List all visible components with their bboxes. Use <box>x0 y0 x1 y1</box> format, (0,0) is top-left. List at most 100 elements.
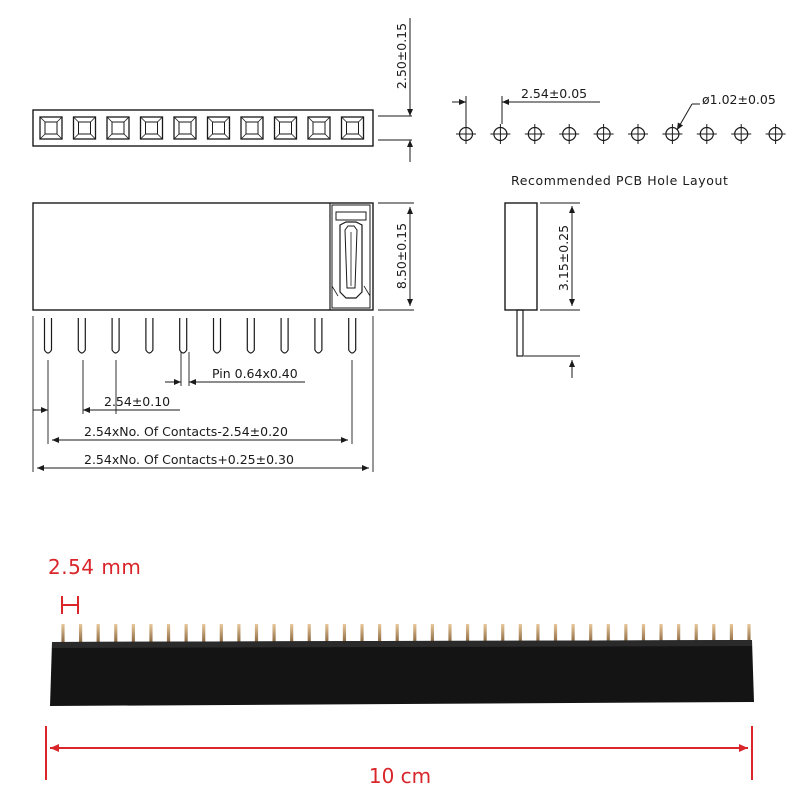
photo-pin <box>202 624 206 642</box>
front-pin <box>43 318 53 354</box>
photo-pin <box>290 624 294 642</box>
front-pin <box>246 318 255 354</box>
photo-pin <box>325 624 329 642</box>
front-view-pins <box>43 318 357 354</box>
top-slot <box>307 116 331 140</box>
top-height-dim: 2.50±0.15 <box>394 23 409 89</box>
top-view: 2.50±0.15 <box>32 18 413 162</box>
top-slot <box>106 116 130 140</box>
photo-pin <box>465 624 470 642</box>
photo-pin <box>747 624 751 642</box>
header-photo: 2.54 mm 10 cm <box>0 506 800 800</box>
front-pin <box>179 318 188 354</box>
pcb-hole-layout: 2.54±0.05 ø1.02±0.05 Recommended PCB Hol… <box>452 86 786 188</box>
photo-pin <box>114 624 118 642</box>
pitch-dim: 2.54±0.10 <box>104 394 170 409</box>
top-slot <box>173 116 197 140</box>
photo-pin <box>641 624 646 642</box>
photo-pin <box>413 624 417 642</box>
pcb-hole <box>628 124 648 144</box>
pcb-holes <box>456 124 786 144</box>
pcb-hole <box>731 124 752 144</box>
photo-pin <box>729 624 734 642</box>
top-slot <box>39 116 63 140</box>
photo-pin <box>501 624 505 642</box>
pcb-hole <box>593 124 614 144</box>
photo-pin <box>659 624 663 642</box>
photo-pin <box>61 624 65 642</box>
photo-pin <box>272 624 276 642</box>
photo-pin <box>96 624 100 642</box>
photo-pin <box>553 624 558 642</box>
pitch-bracket <box>61 596 79 614</box>
pcb-hole <box>765 124 786 144</box>
front-pin <box>111 318 120 354</box>
photo-pin <box>360 624 364 642</box>
pin-size-dim: Pin 0.64x0.40 <box>212 366 298 381</box>
pitch-label: 2.54 mm <box>48 555 141 579</box>
photo-pin <box>536 624 540 642</box>
photo-pin <box>518 624 522 642</box>
top-view-body <box>32 109 374 147</box>
front-view-section <box>329 203 371 310</box>
photo-pin <box>131 624 135 642</box>
photo-pin <box>571 624 575 642</box>
photo-pin <box>606 624 610 642</box>
photo-pin <box>166 624 171 642</box>
photo-pin <box>78 624 83 642</box>
photo-pin <box>149 624 153 642</box>
pcb-hole <box>696 124 717 144</box>
side-view: 3.15±0.25 <box>504 202 580 378</box>
photo-pin <box>184 624 188 642</box>
length-arrow <box>45 726 753 780</box>
pcb-hole <box>662 124 683 144</box>
photo-pin <box>589 624 593 642</box>
pcb-hole <box>524 124 545 144</box>
pcb-hole <box>456 124 476 144</box>
front-view-body <box>32 202 374 311</box>
top-slot <box>240 116 264 140</box>
top-slot <box>273 116 298 140</box>
photo-pin <box>342 624 347 642</box>
photo-header-body <box>50 640 754 706</box>
photo-pin <box>254 624 259 642</box>
front-pin <box>77 318 86 354</box>
front-pin <box>212 318 222 354</box>
pcb-hole <box>559 124 580 144</box>
pcb-hole <box>490 124 511 144</box>
photo-pin <box>694 624 698 642</box>
side-view-body <box>504 202 538 311</box>
side-view-pin <box>516 309 524 357</box>
front-view: 8.50±0.15 Pin 0.64x0.40 2.54±0.10 2.54xN… <box>32 202 414 472</box>
photo-pin <box>448 624 452 642</box>
photo-pin <box>378 624 382 642</box>
length-label: 10 cm <box>369 764 431 788</box>
top-slot <box>72 116 97 140</box>
top-view-slots <box>39 116 365 140</box>
photo-pin <box>237 624 241 642</box>
top-slot <box>206 116 231 140</box>
photo-pin <box>712 624 716 642</box>
photo-pin <box>677 624 681 642</box>
front-pin <box>145 318 154 354</box>
length-dim: 2.54xNo. Of Contacts+0.25±0.30 <box>84 452 294 467</box>
photo-pin <box>307 624 311 642</box>
front-pin <box>348 318 357 354</box>
top-slot <box>139 116 164 140</box>
pin-length-dim: 3.15±0.25 <box>556 225 571 291</box>
photo-pin <box>483 624 487 642</box>
photo-pin <box>395 624 399 642</box>
top-slot <box>340 116 365 140</box>
photo-pin <box>219 624 223 642</box>
hole-diameter-dim: ø1.02±0.05 <box>702 92 776 107</box>
pcb-pitch-dim: 2.54±0.05 <box>521 86 587 101</box>
span-dim: 2.54xNo. Of Contacts-2.54±0.20 <box>84 424 288 439</box>
front-pin <box>314 318 323 354</box>
photo-pin <box>430 624 434 642</box>
photo-pins <box>61 624 751 642</box>
front-pin <box>280 318 289 354</box>
front-height-dim: 8.50±0.15 <box>394 223 409 289</box>
photo-pin <box>624 624 628 642</box>
pcb-layout-caption: Recommended PCB Hole Layout <box>511 173 729 188</box>
